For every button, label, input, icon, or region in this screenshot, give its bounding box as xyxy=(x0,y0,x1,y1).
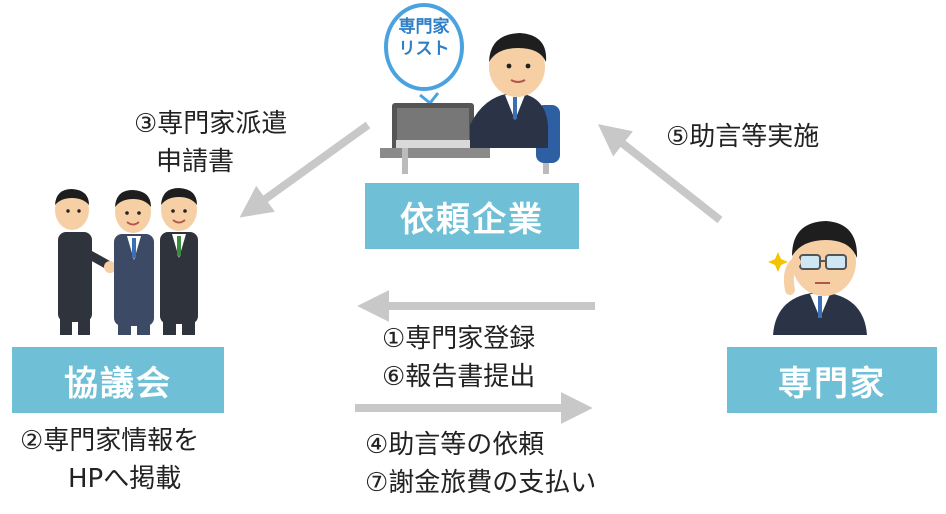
step2-line2: HPへ掲載 xyxy=(68,464,182,494)
step4-7-label: ④助言等の依頼 ⑦謝金旅費の支払い xyxy=(365,426,596,502)
company-box: 依頼企業 xyxy=(365,183,579,249)
step6-line: ⑥報告書提出 xyxy=(382,362,536,392)
step3-line2: 申請書 xyxy=(156,147,235,177)
arrow-company-to-council xyxy=(239,121,371,218)
council-box: 協議会 xyxy=(12,347,224,413)
step2-label: ②専門家情報を HPへ掲載 xyxy=(20,422,199,498)
step1-6-label: ①専門家登録 ⑥報告書提出 xyxy=(382,320,535,396)
bubble-line-2: リスト xyxy=(398,39,450,59)
step3-label: ③専門家派遣 申請書 xyxy=(134,105,287,181)
step7-line: ⑦謝金旅費の支払い xyxy=(365,468,597,498)
step1-line: ①専門家登録 xyxy=(382,324,536,354)
expert-box: 専門家 xyxy=(727,347,937,413)
arrow-expert-to-company xyxy=(597,124,723,224)
step4-line: ④助言等の依頼 xyxy=(365,430,545,460)
step5-label: ⑤助言等実施 xyxy=(666,122,820,152)
step2-line1: ②専門家情報を xyxy=(20,426,200,456)
step3-line1: ③専門家派遣 xyxy=(134,109,288,139)
bubble-text: 専門家 リスト xyxy=(390,16,458,60)
bubble-line-1: 専門家 xyxy=(398,17,450,37)
